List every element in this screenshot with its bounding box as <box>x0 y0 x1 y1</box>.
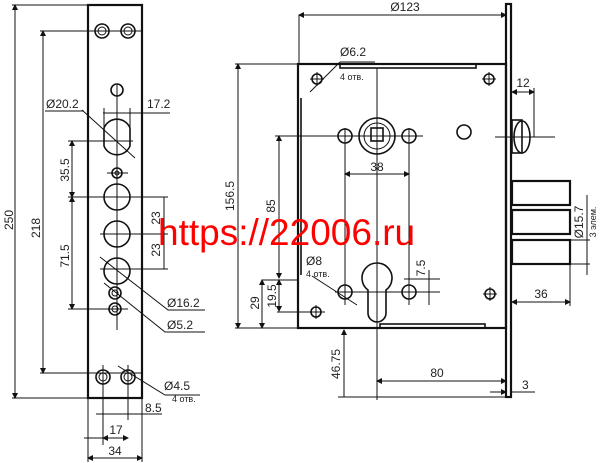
dim-23a: 23 <box>149 211 163 225</box>
dim-7-5: 7.5 <box>414 259 428 276</box>
dim-6-2-count: 4 отв. <box>340 72 364 82</box>
dim-19-5: 19.5 <box>265 284 279 308</box>
small-hole <box>107 167 128 179</box>
dim-38: 38 <box>370 160 384 174</box>
faceplate-front-view <box>12 3 205 462</box>
small-hole <box>108 286 122 300</box>
dim-250: 250 <box>2 210 16 230</box>
dim-156-5: 156.5 <box>223 181 237 211</box>
dim-20-2: Ø20.2 <box>46 97 79 111</box>
dim-23b: 23 <box>149 243 163 257</box>
dim-123: Ø123 <box>390 0 420 14</box>
dim-6-2: Ø6.2 <box>340 45 366 59</box>
dim-34: 34 <box>108 444 122 458</box>
bolt <box>510 179 572 207</box>
dim-29: 29 <box>248 296 262 310</box>
dim-35-5: 35.5 <box>58 158 72 182</box>
dim-80: 80 <box>430 366 444 380</box>
dim-36: 36 <box>534 287 548 301</box>
dim-3-elements: 3 элем. <box>588 207 598 238</box>
dim-218: 218 <box>29 218 43 238</box>
dim-15-7: Ø15.7 <box>572 205 586 238</box>
dim-16-2: Ø16.2 <box>167 296 200 310</box>
screw-hole <box>483 287 497 301</box>
dim-12: 12 <box>516 76 530 90</box>
dim-4-holes: 4 отв. <box>172 394 196 404</box>
dim-8-count: 4 отв. <box>306 269 330 279</box>
bolt <box>510 238 572 266</box>
screw-hole <box>482 72 496 86</box>
screw-hole <box>277 305 325 319</box>
latch <box>495 119 555 154</box>
dim-8-5: 8.5 <box>145 401 162 415</box>
dim-46-75: 46.75 <box>329 349 343 379</box>
bolt <box>510 208 572 236</box>
dim-17-2: 17.2 <box>147 97 171 111</box>
bolt-hole <box>103 257 131 285</box>
dim-85: 85 <box>264 199 278 213</box>
cylinder-cutout <box>361 262 393 323</box>
lock-body-side-view <box>235 2 590 400</box>
faceplate-side <box>504 2 513 399</box>
dim-71-5: 71.5 <box>58 244 72 268</box>
screw-hole <box>310 72 324 86</box>
latch-hole <box>110 83 124 97</box>
watermark: https://22006.ru <box>158 212 415 253</box>
spindle-hole <box>103 118 131 156</box>
dim-17: 17 <box>109 423 123 437</box>
dim-5-2: Ø5.2 <box>167 318 193 332</box>
dim-8: Ø8 <box>306 254 322 268</box>
dim-3: 3 <box>522 378 529 392</box>
dim-4-5: Ø4.5 <box>164 379 190 393</box>
